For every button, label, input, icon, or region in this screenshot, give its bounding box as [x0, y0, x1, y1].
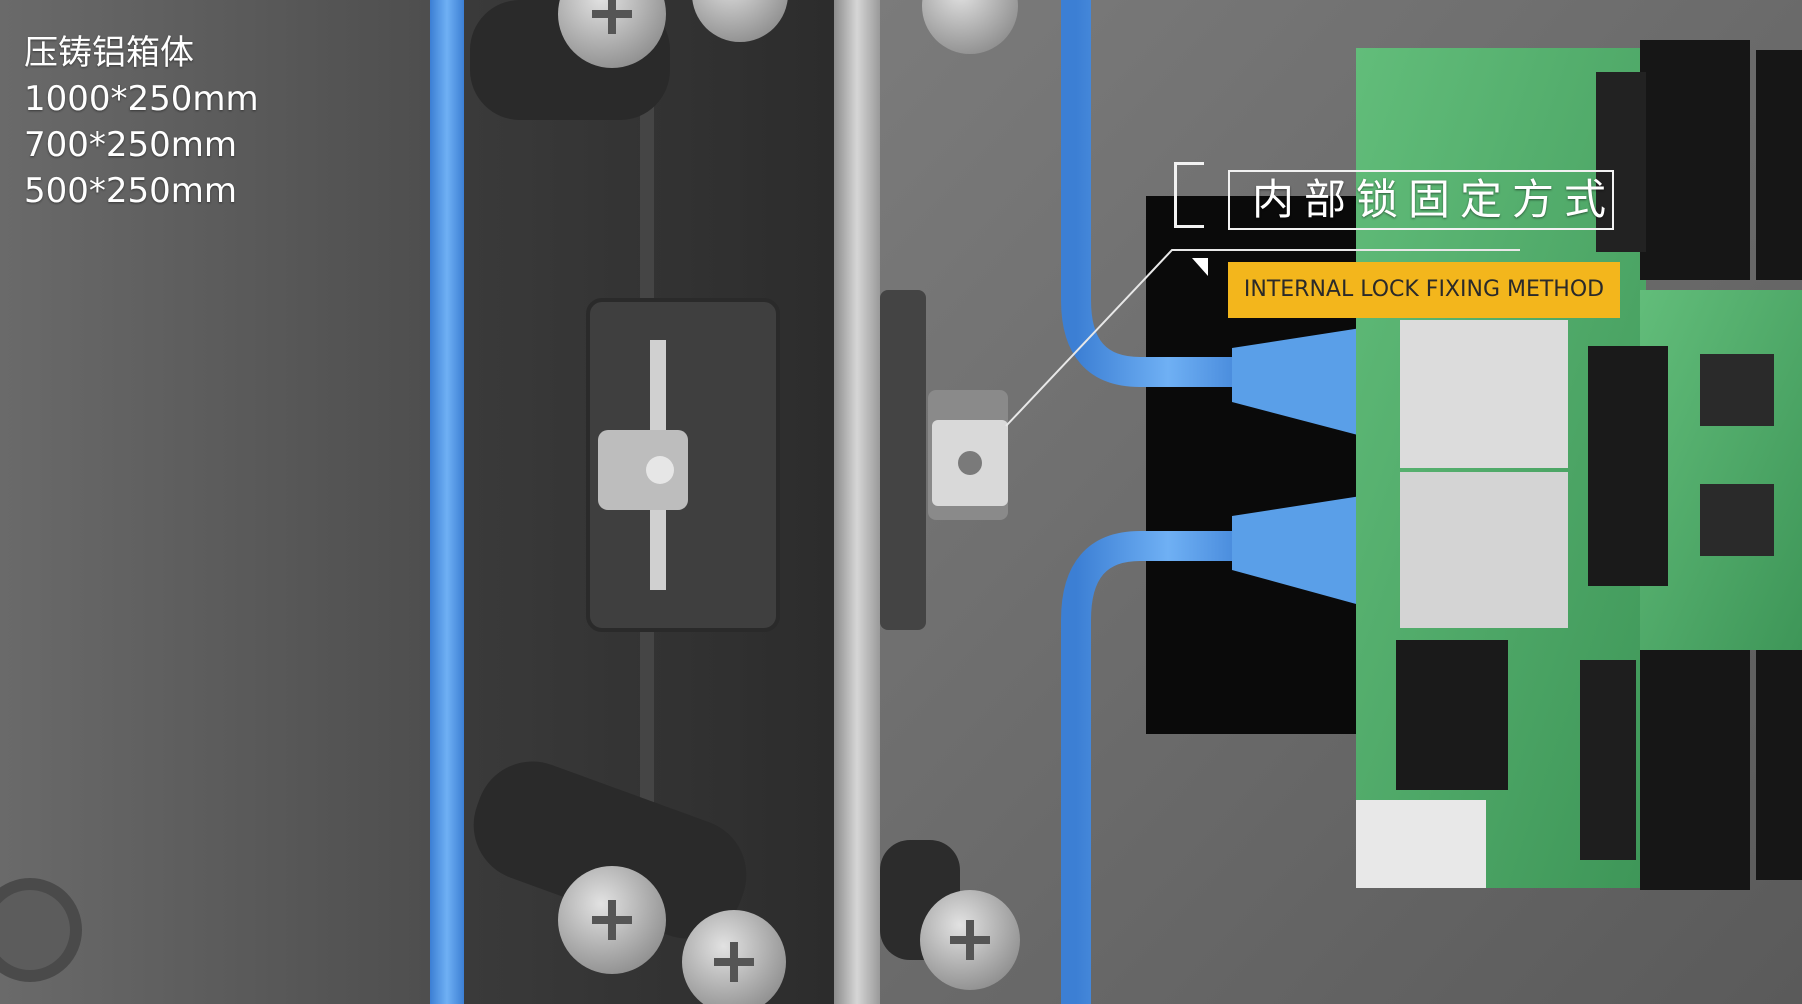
lower-network-cable — [1061, 531, 1260, 1004]
spec-size-3: 500*250mm — [24, 171, 238, 211]
upper-network-cable — [1061, 0, 1260, 387]
top-screw-2 — [692, 0, 788, 42]
spec-size-1: 1000*250mm — [24, 79, 259, 119]
lower-rj45-port — [1400, 472, 1568, 628]
left-cabinet-panel — [0, 0, 430, 1004]
chip-1 — [1700, 354, 1774, 426]
upper-rj45-port — [1400, 320, 1568, 468]
power-connector — [1396, 640, 1508, 790]
spec-title: 压铸铝箱体 — [24, 33, 194, 73]
upper-hub-connector — [1640, 40, 1750, 280]
spec-size-2: 700*250mm — [24, 125, 238, 165]
lower-hub-connector — [1640, 650, 1750, 890]
chip-2 — [1700, 484, 1774, 556]
callout-title-en: INTERNAL LOCK FIXING METHOD — [1228, 262, 1620, 318]
callout-title-cn: 内部锁固定方式 — [1228, 170, 1614, 230]
spec-overlay: 压铸铝箱体 1000*250mm 700*250mm 500*250mm — [24, 30, 259, 214]
left-blue-cable — [430, 0, 464, 1004]
callout-bracket — [1174, 162, 1204, 228]
aluminum-rail — [834, 0, 880, 1004]
callout-leader-line — [1005, 249, 1520, 427]
